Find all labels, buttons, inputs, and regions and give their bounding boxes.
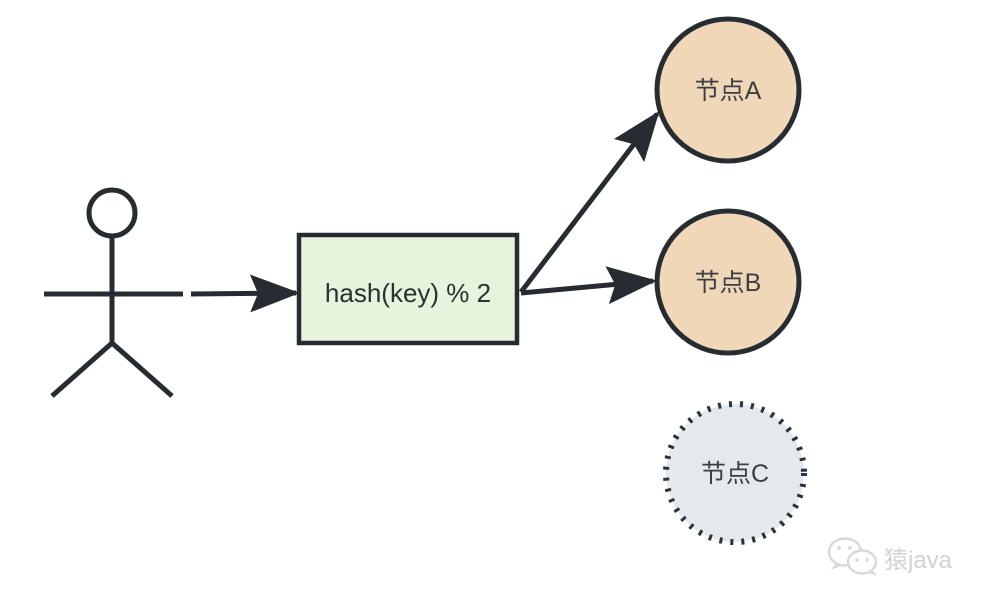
node-a[interactable]: 节点A bbox=[654, 16, 802, 164]
node-c[interactable]: 节点C bbox=[663, 401, 807, 545]
watermark: 猿java bbox=[827, 537, 953, 576]
node-b-label: 节点B bbox=[695, 269, 762, 297]
node-a-circle bbox=[654, 16, 802, 164]
edge-client-to-hash bbox=[190, 274, 300, 313]
hash-process-box-label: hash(key) % 2 bbox=[325, 278, 491, 308]
hash-process-box[interactable]: hash(key) % 2 bbox=[296, 232, 520, 346]
edge-hash-to-node-b bbox=[520, 266, 657, 305]
watermark-label: 猿java bbox=[884, 547, 953, 574]
node-c-label: 节点C bbox=[701, 460, 769, 488]
stick-figure-head bbox=[86, 187, 138, 239]
hash-process-box-shape bbox=[296, 232, 520, 346]
node-b-circle bbox=[654, 208, 802, 356]
client-stick-figure bbox=[44, 187, 183, 398]
stick-figure-leg-left bbox=[50, 341, 114, 398]
node-a-label: 节点A bbox=[695, 77, 762, 105]
edge-hash-to-node-a bbox=[519, 110, 660, 294]
stick-figure-leg-right bbox=[110, 341, 174, 398]
node-c-circle bbox=[663, 401, 807, 545]
wechat-icon bbox=[827, 537, 878, 576]
node-b[interactable]: 节点B bbox=[654, 208, 802, 356]
